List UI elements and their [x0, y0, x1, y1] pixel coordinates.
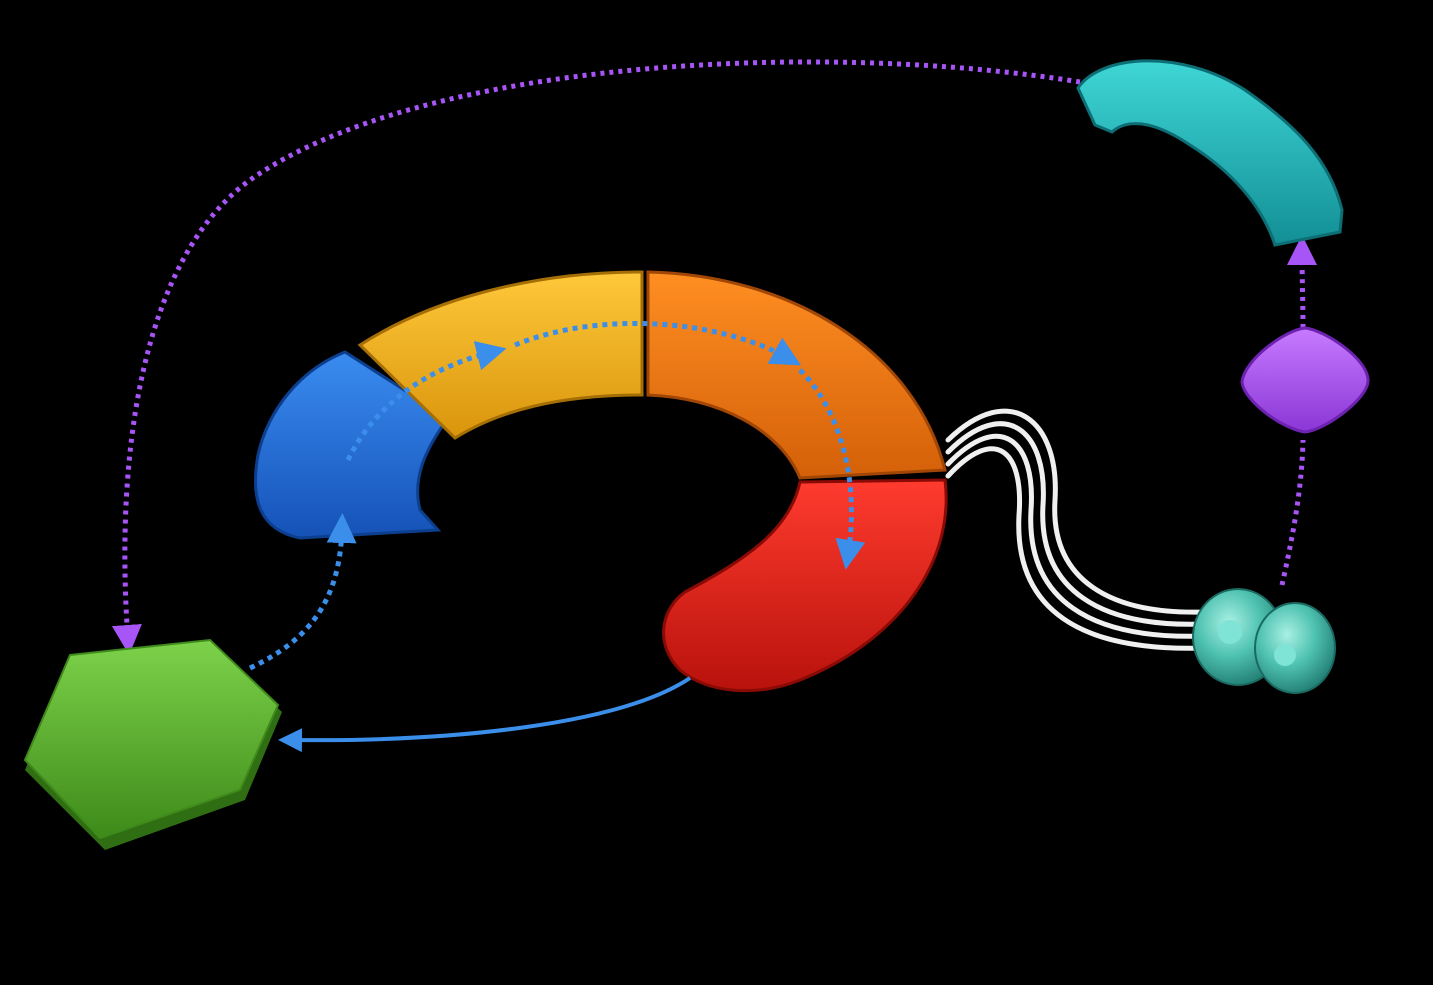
ring-segment-red — [662, 478, 948, 693]
hexagon-node — [23, 638, 282, 850]
blue-dotted-arrow-blue-to-yellow — [345, 341, 507, 462]
ring — [253, 270, 948, 693]
purple-dotted-connector-top — [111, 59, 1081, 655]
arc-piece-node — [1076, 59, 1344, 247]
blue-dotted-arrow-hexagon-to-blue — [248, 513, 357, 671]
ribbon-connector — [945, 408, 1208, 651]
twin-sphere-node — [1192, 588, 1336, 694]
rounded-square-node — [1240, 326, 1370, 434]
blue-solid-arrow-red-to-hexagon — [278, 676, 692, 753]
blue-dotted-arrow-orange-to-red — [798, 368, 866, 570]
purple-dotted-connector-upper — [1287, 235, 1318, 329]
purple-dotted-connector-lower — [1279, 439, 1306, 586]
ring-segment-orange — [646, 270, 947, 480]
